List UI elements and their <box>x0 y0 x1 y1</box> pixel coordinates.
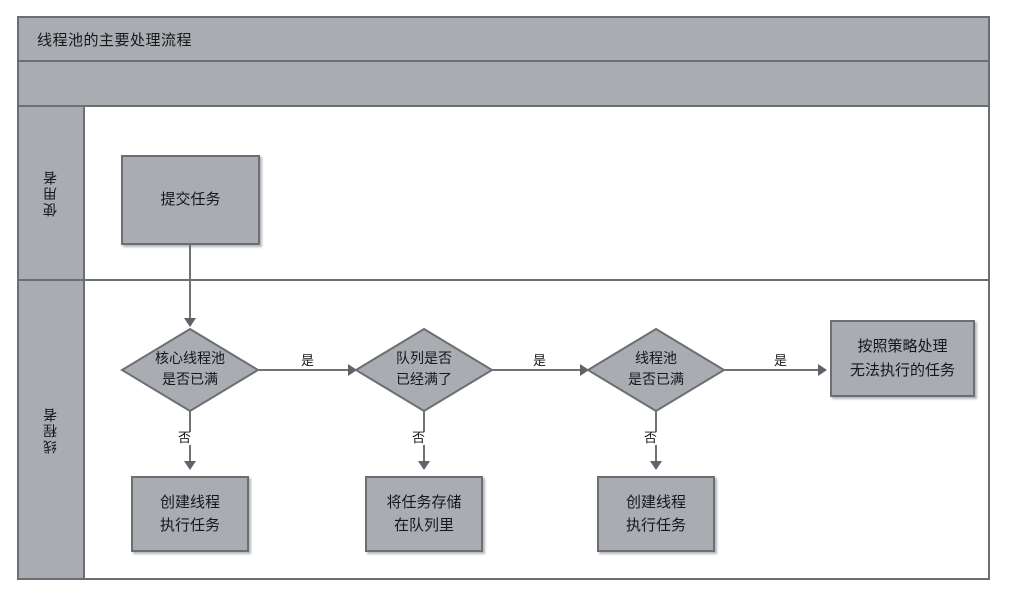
node-submit-task-label: 提交任务 <box>160 190 221 209</box>
connector-queue-to-pool <box>492 369 586 371</box>
arrowhead-pool-to-reject <box>818 364 827 376</box>
node-create-thread-1[interactable]: 创建线程 执行任务 <box>131 476 249 552</box>
lane-label-thread: 线程者 <box>43 405 59 454</box>
arrowhead-pool-to-create2 <box>650 461 662 470</box>
node-core-pool-full[interactable]: 核心线程池 是否已满 <box>120 327 260 413</box>
node-create-thread-2[interactable]: 创建线程 执行任务 <box>597 476 715 552</box>
diagram-subtitle-band <box>17 62 990 107</box>
lane-header-user: 使用者 <box>17 107 85 281</box>
connector-submit-to-core <box>189 245 191 326</box>
node-reject-policy[interactable]: 按照策略处理 无法执行的任务 <box>830 320 975 397</box>
node-create-thread-2-line1: 创建线程 <box>625 492 686 511</box>
node-store-in-queue-line1: 将任务存储 <box>386 492 462 511</box>
edge-label-core-to-queue: 是 <box>299 354 317 369</box>
node-create-thread-2-line2: 执行任务 <box>625 516 686 534</box>
node-reject-policy-line2: 无法执行的任务 <box>849 360 955 379</box>
edge-label-pool-to-create2: 否 <box>642 431 660 446</box>
node-create-thread-1-line2: 执行任务 <box>159 516 220 534</box>
diagram-title-band: 线程池的主要处理流程 <box>17 16 990 62</box>
arrowhead-submit-to-core <box>184 318 196 327</box>
edge-label-queue-to-store: 否 <box>410 431 428 446</box>
node-core-pool-full-label: 核心线程池 是否已满 <box>155 351 225 388</box>
node-pool-full[interactable]: 线程池 是否已满 <box>586 327 726 413</box>
node-store-in-queue-line2: 在队列里 <box>393 516 454 534</box>
arrowhead-core-to-create1 <box>184 461 196 470</box>
node-pool-full-label: 线程池 是否已满 <box>628 351 684 388</box>
lane-header-thread: 线程者 <box>17 281 85 580</box>
arrowhead-core-to-queue <box>348 364 357 376</box>
node-submit-task[interactable]: 提交任务 <box>121 155 260 245</box>
edge-label-pool-to-reject: 是 <box>772 354 790 369</box>
node-queue-full[interactable]: 队列是否 已经满了 <box>354 327 494 413</box>
connector-core-to-queue <box>258 369 354 371</box>
lane-label-user: 使用者 <box>43 169 59 217</box>
arrowhead-queue-to-pool <box>580 364 589 376</box>
node-reject-policy-line1: 按照策略处理 <box>857 337 948 356</box>
arrowhead-queue-to-store <box>418 461 430 470</box>
edge-label-core-to-create1: 否 <box>176 431 194 446</box>
node-queue-full-label: 队列是否 已经满了 <box>396 351 452 388</box>
node-create-thread-1-line1: 创建线程 <box>159 492 220 511</box>
page-title: 线程池的主要处理流程 <box>37 30 193 49</box>
connector-pool-to-reject <box>724 369 822 371</box>
edge-label-queue-to-pool: 是 <box>531 354 549 369</box>
node-store-in-queue[interactable]: 将任务存储 在队列里 <box>365 476 483 552</box>
